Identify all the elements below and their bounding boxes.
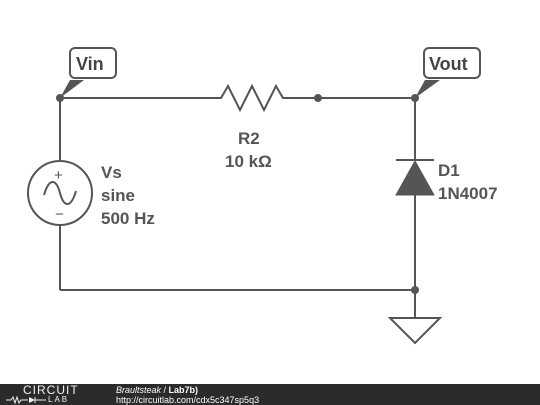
logo-text-circuit: CIRCUIT [23, 383, 79, 397]
logo-waveform-icon [6, 396, 46, 404]
author-link[interactable]: Braultsteak [116, 385, 162, 395]
junction-dot [314, 94, 322, 102]
diode-ref-label: D1 [438, 161, 460, 180]
source-minus-sign: − [55, 206, 64, 223]
diode-d1-symbol[interactable] [395, 159, 435, 196]
net-tag-vout[interactable]: Vout [415, 47, 481, 98]
source-type-label: sine [101, 186, 135, 205]
voltage-source-vs-symbol[interactable] [27, 160, 93, 226]
vout-tag-label: Vout [429, 54, 468, 74]
diode-part-label: 1N4007 [438, 184, 498, 203]
ground-symbol [387, 317, 443, 345]
project-url-link[interactable]: http://circuitlab.com/cdx5c347sp5q3 [116, 395, 260, 405]
logo-text-lab: LAB [48, 395, 70, 404]
circuitlab-logo[interactable]: CIRCUIT LAB [4, 384, 96, 405]
project-title-link[interactable]: Lab7b) [168, 385, 199, 395]
source-freq-label: 500 Hz [101, 209, 155, 228]
schematic-canvas: R2 10 kΩ + − Vs sine 500 Hz D1 1N4007 Vi… [27, 47, 498, 345]
resistor-ref-label: R2 [238, 129, 260, 148]
diode-triangle [395, 159, 435, 196]
junction-dot [411, 286, 419, 294]
credit-line: Braultsteak / Lab7b) [116, 385, 198, 395]
resistor-r2-symbol[interactable] [214, 83, 290, 113]
source-ref-label: Vs [101, 163, 122, 182]
credit-separator: / [161, 385, 169, 395]
source-plus-sign: + [54, 167, 63, 184]
vin-tag-label: Vin [76, 54, 104, 74]
vout-tag-pointer [415, 80, 440, 98]
vin-tag-pointer [60, 80, 84, 98]
wires [59, 97, 416, 318]
footer-bar: CIRCUIT LAB Braultsteak / Lab7b) http://… [0, 384, 540, 405]
net-tag-vin[interactable]: Vin [60, 47, 117, 98]
resistor-value-label: 10 kΩ [225, 152, 272, 171]
